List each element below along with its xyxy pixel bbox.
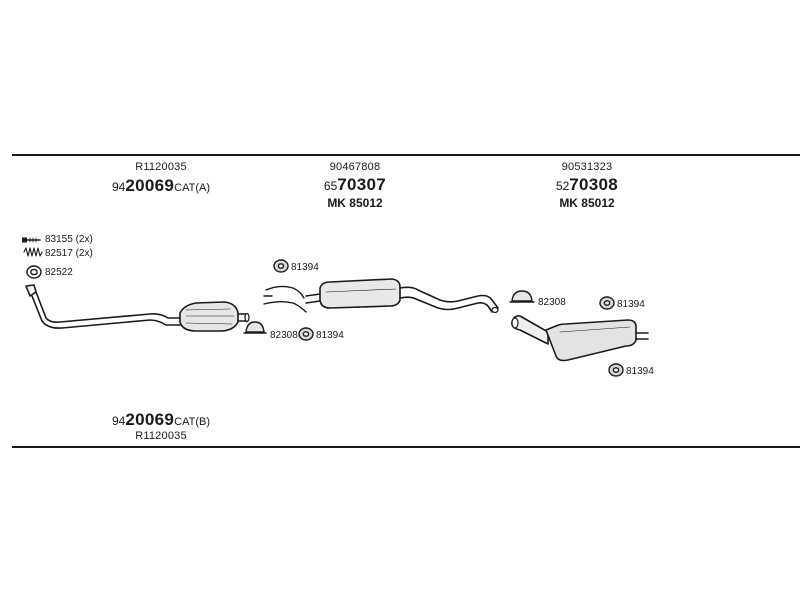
- rear-hanger-top-label: 81394: [617, 299, 645, 310]
- rear-ref: 90531323: [561, 161, 613, 173]
- rear-part-number: 5270308: [532, 176, 642, 193]
- rear-silencer-icon[interactable]: [511, 315, 649, 362]
- cat-a-number: 20069: [125, 176, 175, 195]
- rear-number: 70308: [569, 175, 619, 194]
- cat-a-prefix: 94: [112, 180, 126, 194]
- bottom-divider: [12, 446, 800, 448]
- front-pipe-icon[interactable]: [25, 284, 183, 329]
- top-divider: [12, 154, 800, 156]
- rear-clamp-icon[interactable]: [509, 290, 535, 303]
- spring-label: 82517 (2x): [45, 248, 93, 259]
- catalytic-converter-icon[interactable]: [179, 301, 250, 332]
- rear-hanger-top-icon[interactable]: [599, 296, 615, 310]
- cat-a-part-number: 9420069CAT(A): [96, 177, 226, 194]
- cat-b-ref: R1120035: [135, 430, 187, 442]
- middle-silencer-icon[interactable]: [305, 278, 499, 314]
- middle-intermediate-pipe-icon[interactable]: [263, 285, 307, 313]
- rear-prefix: 52: [555, 179, 570, 193]
- cat-b-prefix: 94: [112, 414, 126, 428]
- gasket-icon[interactable]: [26, 265, 42, 279]
- middle-hanger-top-icon[interactable]: [273, 259, 289, 273]
- middle-clamp-icon[interactable]: [243, 321, 267, 334]
- cat-b-part-number: 9420069CAT(B): [96, 411, 226, 428]
- middle-ref: 90467808: [329, 161, 381, 173]
- cat-a-ref: R1120035: [135, 161, 187, 173]
- rear-hanger-bottom-label: 81394: [626, 366, 654, 377]
- cat-a-suffix: CAT(A): [174, 182, 210, 194]
- middle-hanger-bottom-icon[interactable]: [298, 327, 314, 341]
- spring-icon[interactable]: [23, 247, 43, 257]
- middle-silencer-header: 90467808 6570307 MK 85012: [300, 161, 410, 210]
- middle-number: 70307: [337, 175, 387, 194]
- middle-mk-code: MK 85012: [327, 196, 383, 210]
- rear-silencer-header: 90531323 5270308 MK 85012: [532, 161, 642, 210]
- cat-b-number: 20069: [125, 410, 175, 429]
- gasket-label: 82522: [45, 267, 73, 278]
- cat-b-header: 9420069CAT(B) R1120035: [96, 411, 226, 442]
- middle-hanger-top-label: 81394: [291, 262, 319, 273]
- cat-a-header: R1120035 9420069CAT(A): [96, 161, 226, 195]
- middle-hanger-bottom-label: 81394: [316, 330, 344, 341]
- cat-b-suffix: CAT(B): [174, 416, 210, 428]
- bolt-icon[interactable]: [22, 237, 41, 243]
- middle-prefix: 65: [323, 179, 338, 193]
- rear-mk-code: MK 85012: [559, 196, 615, 210]
- middle-clamp-label: 82308: [270, 330, 298, 341]
- rear-clamp-label: 82308: [538, 297, 566, 308]
- middle-part-number: 6570307: [300, 176, 410, 193]
- bolt-label: 83155 (2x): [45, 234, 93, 245]
- rear-hanger-bottom-icon[interactable]: [608, 363, 624, 377]
